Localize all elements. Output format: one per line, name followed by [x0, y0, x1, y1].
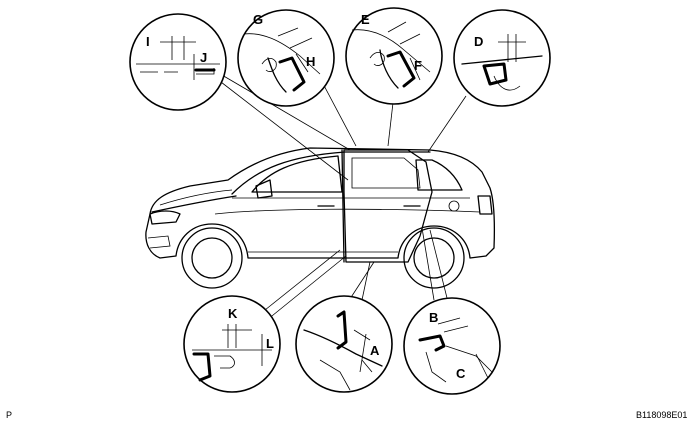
leader-lines [207, 67, 467, 325]
detail-circle-a: A [295, 295, 393, 393]
label-f: F [414, 58, 422, 73]
label-c: C [456, 366, 466, 381]
label-j: J [200, 50, 207, 65]
detail-circle-ef: E F [345, 7, 443, 105]
car-illustration [145, 147, 496, 289]
figure-id: B118098E01 [636, 410, 687, 420]
label-i: I [146, 34, 150, 49]
label-h: H [306, 54, 315, 69]
detail-circle-gh: G H [237, 9, 335, 107]
detail-circle-ij: I J [129, 13, 227, 111]
label-e: E [361, 12, 370, 27]
detail-circle-kl: K L [183, 295, 281, 393]
detail-circle-bc: B C [403, 297, 501, 395]
label-b: B [429, 310, 438, 325]
detail-circle-d: D [453, 9, 551, 107]
label-l: L [266, 336, 274, 351]
label-g: G [253, 12, 263, 27]
page-marker: P [6, 410, 12, 420]
label-k: K [228, 306, 238, 321]
label-d: D [474, 34, 483, 49]
label-a: A [370, 343, 380, 358]
